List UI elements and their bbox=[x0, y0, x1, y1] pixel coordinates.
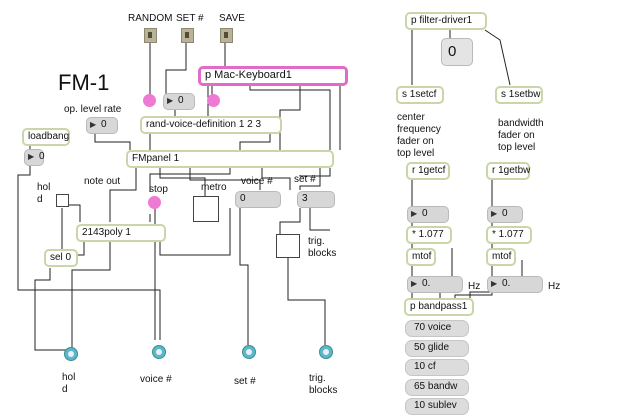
random-label: RANDOM bbox=[128, 13, 173, 24]
bandpass-object[interactable]: p bandpass1 bbox=[404, 298, 474, 316]
message-65-bandw[interactable]: 65 bandw bbox=[405, 379, 469, 396]
bw-number[interactable]: 0 bbox=[487, 206, 523, 223]
metro-label: metro bbox=[201, 182, 227, 193]
voice-outlet-icon[interactable] bbox=[152, 345, 166, 359]
op-level-rate-label: op. level rate bbox=[64, 104, 122, 115]
hold-label: hol d bbox=[37, 182, 51, 205]
cf-frequency-number[interactable]: 0. bbox=[407, 276, 463, 293]
keyboard-bang[interactable] bbox=[207, 94, 220, 107]
trig-blocks-outlet-label: trig. blocks bbox=[309, 373, 338, 396]
hold-outlet-icon[interactable] bbox=[64, 347, 78, 361]
bw-frequency-number[interactable]: 0. bbox=[487, 276, 543, 293]
bw-mtof-object[interactable]: mtof bbox=[486, 248, 516, 266]
loadbang-object[interactable]: loadbang bbox=[22, 128, 70, 146]
r-getbw-object[interactable]: r 1getbw bbox=[486, 162, 530, 180]
set-number-button[interactable] bbox=[181, 28, 194, 43]
set-number-display[interactable]: 3 bbox=[297, 191, 335, 208]
patch-title: FM-1 bbox=[58, 70, 110, 95]
save-label: SAVE bbox=[219, 13, 245, 24]
r-getcf-object[interactable]: r 1getcf bbox=[406, 162, 450, 180]
set-number-label: SET # bbox=[176, 13, 204, 24]
stop-bang[interactable] bbox=[148, 196, 161, 209]
hz-right-label: Hz bbox=[548, 281, 561, 292]
op-level-rate-number[interactable]: 0 bbox=[86, 117, 118, 134]
set-outlet-icon[interactable] bbox=[242, 345, 256, 359]
message-10-sublev[interactable]: 10 sublev bbox=[405, 398, 469, 415]
message-50-glide[interactable]: 50 glide bbox=[405, 340, 469, 357]
set-hash-label: set # bbox=[294, 174, 316, 185]
random-bang[interactable] bbox=[143, 94, 156, 107]
trig-blocks-toggle[interactable] bbox=[276, 234, 300, 258]
fmpanel-object[interactable]: FMpanel 1 bbox=[126, 150, 334, 168]
trig-blocks-outlet-icon[interactable] bbox=[319, 345, 333, 359]
trig-blocks-label: trig. blocks bbox=[308, 236, 337, 259]
voice-outlet-label: voice # bbox=[140, 374, 172, 385]
bw-multiply-object[interactable]: * 1.077 bbox=[486, 226, 532, 244]
hold-toggle[interactable] bbox=[56, 194, 69, 207]
filter-big-number[interactable]: 0 bbox=[441, 38, 473, 66]
hold-outlet-label: hol d bbox=[62, 372, 76, 395]
poly-object[interactable]: 2143poly 1 bbox=[76, 224, 166, 242]
bandwidth-label: bandwidth fader on top level bbox=[498, 118, 544, 153]
hz-left-label: Hz bbox=[468, 281, 481, 292]
cf-mtof-object[interactable]: mtof bbox=[406, 248, 436, 266]
voice-number-display[interactable]: 0 bbox=[235, 191, 281, 208]
save-button[interactable] bbox=[220, 28, 233, 43]
filter-driver-object[interactable]: p filter-driver1 bbox=[405, 12, 487, 30]
voice-number-box[interactable]: 0 bbox=[163, 93, 195, 110]
set-outlet-label: set # bbox=[234, 376, 256, 387]
note-out-label: note out bbox=[84, 176, 121, 187]
message-10-cf[interactable]: 10 cf bbox=[405, 359, 469, 376]
rand-voice-definition-object[interactable]: rand-voice-definition 1 2 3 bbox=[140, 116, 282, 134]
cf-multiply-object[interactable]: * 1.077 bbox=[406, 226, 452, 244]
message-70-voice[interactable]: 70 voice bbox=[405, 320, 469, 337]
center-frequency-label: center frequency fader on top level bbox=[397, 112, 441, 159]
cf-number[interactable]: 0 bbox=[407, 206, 449, 223]
s-setcf-object[interactable]: s 1setcf bbox=[396, 86, 444, 104]
metro-toggle[interactable] bbox=[193, 196, 219, 222]
stop-label: stop bbox=[149, 184, 168, 195]
voice-hash-label: voice # bbox=[241, 176, 273, 187]
sel-object[interactable]: sel 0 bbox=[44, 249, 78, 267]
mac-keyboard-object[interactable]: p Mac-Keyboard1 bbox=[198, 66, 348, 86]
loadbang-number[interactable]: 0 bbox=[24, 149, 45, 166]
random-button[interactable] bbox=[144, 28, 157, 43]
s-setbw-object[interactable]: s 1setbw bbox=[495, 86, 543, 104]
